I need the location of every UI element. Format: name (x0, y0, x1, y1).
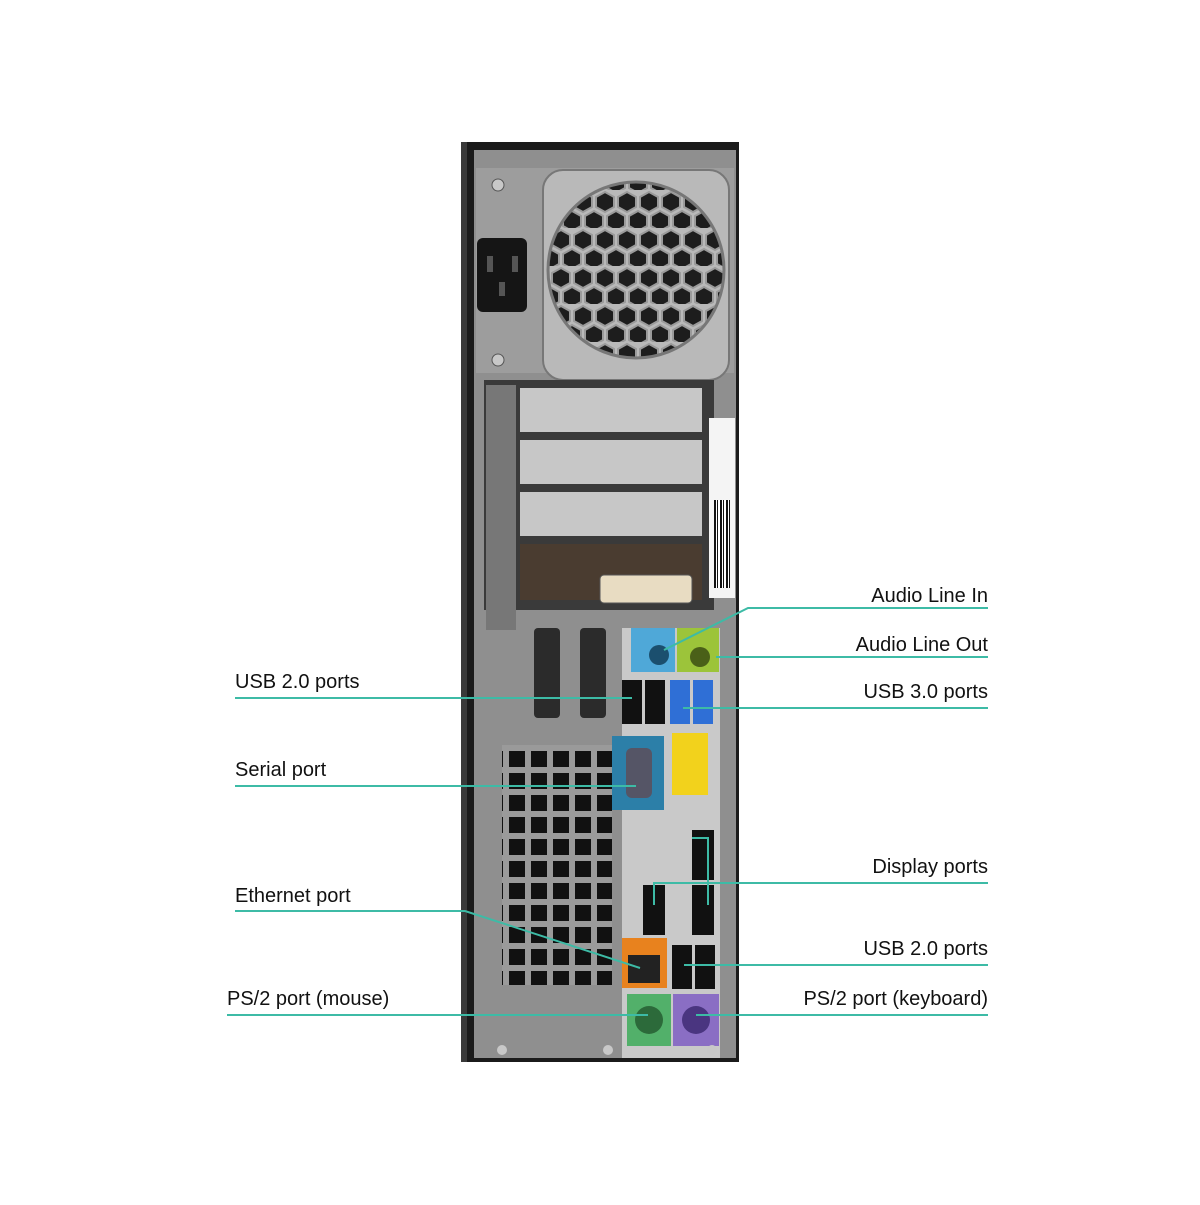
ps2-keyboard-socket (682, 1006, 710, 1034)
screw (497, 1045, 507, 1055)
dvi-port (599, 574, 693, 604)
fan-grill (546, 180, 726, 360)
label-usb30: USB 3.0 ports (863, 681, 988, 703)
kensington-slots (580, 628, 606, 718)
label-audio-line-out: Audio Line Out (855, 634, 988, 656)
power-inlet-pin (512, 256, 518, 272)
slot-latch (486, 385, 516, 630)
line-display (653, 837, 988, 905)
usb3-1 (670, 680, 690, 724)
yellow-sticker (672, 733, 708, 795)
ps2-mouse-socket (635, 1006, 663, 1034)
screw (491, 353, 505, 367)
ethernet-socket (628, 955, 660, 983)
label-serial: Serial port (235, 759, 327, 781)
screw (603, 1045, 613, 1055)
audio-out-hole (690, 647, 710, 667)
power-inlet-pin (487, 256, 493, 272)
screw (491, 178, 505, 192)
displayport-3 (692, 885, 714, 935)
label-ps2-keyboard: PS/2 port (keyboard) (803, 988, 988, 1010)
label-display: Display ports (872, 856, 988, 878)
power-inlet-pin (499, 282, 505, 296)
case-bezel-highlight (461, 142, 467, 1062)
label-usb20-top: USB 2.0 ports (235, 671, 360, 693)
label-audio-line-in: Audio Line In (871, 585, 988, 607)
label-ethernet: Ethernet port (235, 885, 351, 907)
usb2-top-2 (645, 680, 665, 724)
displayport-2 (643, 885, 665, 935)
vent-grid (502, 745, 612, 985)
serial-connector (626, 748, 652, 798)
line-ethernet (235, 910, 641, 969)
slot-cover (520, 492, 702, 536)
usb3-2 (693, 680, 713, 724)
slot-cover (520, 388, 702, 432)
usb2-bottom-1 (672, 945, 692, 989)
callout-lines (227, 607, 988, 1016)
slot-cover (520, 440, 702, 484)
label-ps2-mouse: PS/2 port (mouse) (227, 988, 390, 1010)
line-audio-in (663, 607, 988, 651)
usb2-top-1 (622, 680, 642, 724)
kensington-slots (534, 628, 560, 718)
usb2-bottom-2 (695, 945, 715, 989)
power-inlet (477, 238, 527, 312)
barcode (714, 500, 730, 588)
screw (707, 1045, 717, 1055)
label-usb20-bottom: USB 2.0 ports (863, 938, 988, 960)
